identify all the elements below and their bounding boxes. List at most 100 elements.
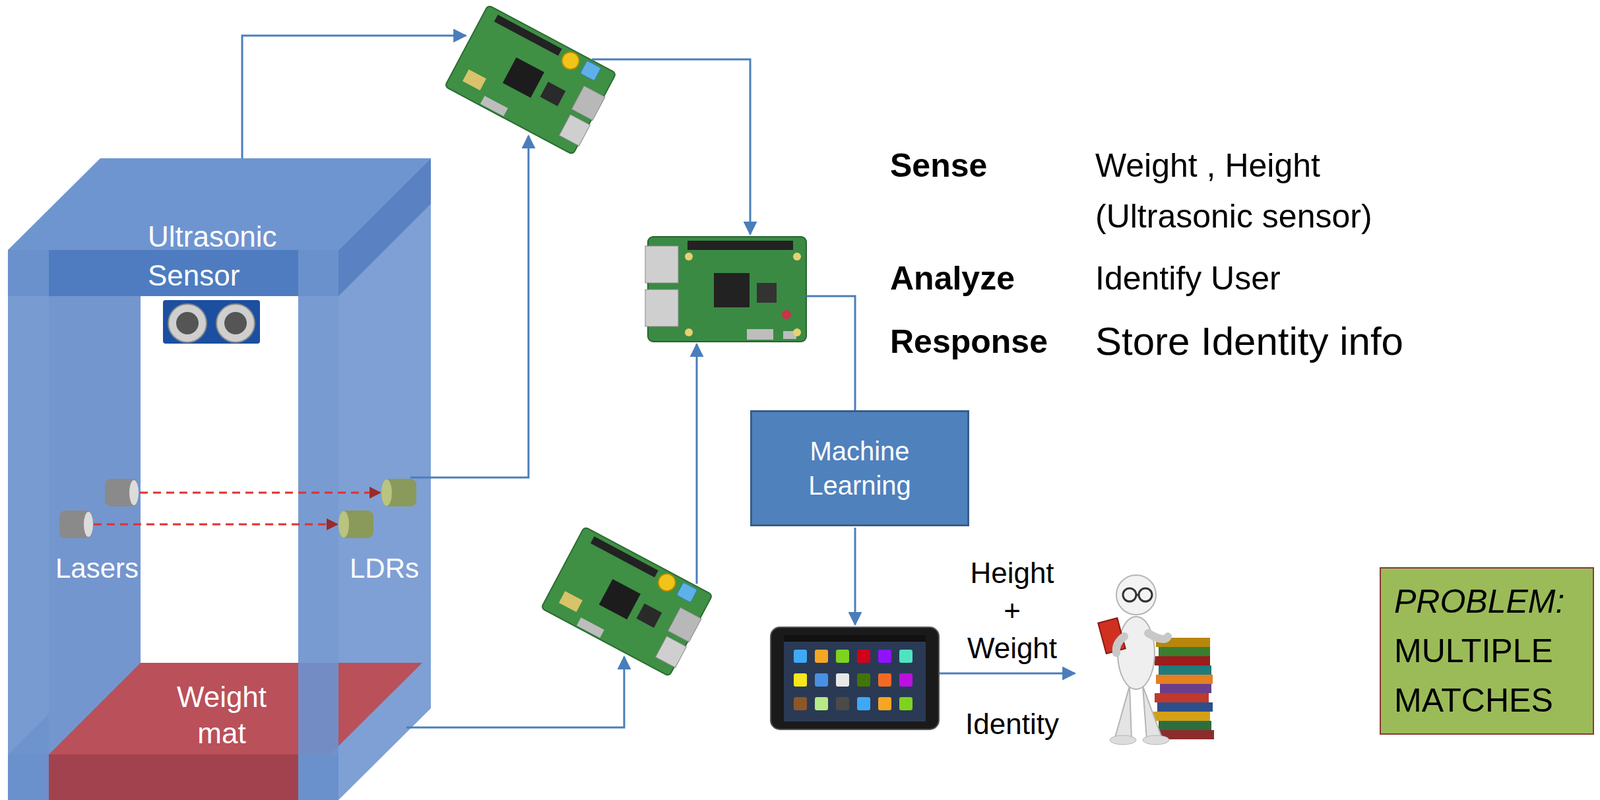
book: [1159, 684, 1212, 694]
book: [1158, 647, 1211, 657]
app-icon: [878, 673, 892, 687]
gpio-header: [687, 240, 794, 251]
app-icon: [814, 697, 829, 711]
table-cell: Sense: [890, 145, 988, 186]
app-icon: [878, 697, 892, 711]
base-front: [7, 754, 339, 800]
signal-wire: [806, 296, 856, 411]
sensor-pcb: [162, 300, 260, 344]
usb-port: [645, 289, 679, 327]
mount-hole: [684, 252, 693, 261]
table-cell: Response: [890, 321, 1048, 362]
signal-wire: [854, 527, 857, 625]
mount-hole: [684, 328, 693, 337]
mount-hole: [793, 252, 801, 261]
app-icon: [835, 673, 850, 687]
laser-lens: [129, 480, 139, 506]
ldr-face: [338, 511, 350, 538]
signal-wire: [410, 135, 529, 478]
app-icon: [835, 649, 850, 664]
book: [1155, 674, 1213, 685]
arm: [1148, 633, 1168, 640]
laser: [104, 479, 138, 507]
signal-wire: [696, 344, 699, 584]
node-title: Machine Learning: [762, 434, 957, 503]
leg: [1142, 686, 1162, 741]
glasses: [1122, 588, 1137, 602]
node-title: PROBLEM:: [1394, 577, 1565, 627]
head: [1116, 575, 1156, 615]
tablet: [770, 627, 939, 730]
leg: [1115, 686, 1132, 739]
book: [1157, 702, 1213, 712]
app-icon: [814, 673, 829, 687]
raspberry-pi-board: [541, 527, 714, 678]
sensor-mesh: [224, 312, 247, 335]
pillar-front: [7, 250, 49, 800]
node-title: Ultrasonic Sensor: [147, 217, 307, 295]
app-icon: [857, 673, 871, 687]
chip: [756, 283, 777, 303]
mount-hole: [793, 328, 801, 337]
table-cell: Store Identity info: [1095, 318, 1404, 366]
beam-side: [338, 158, 431, 297]
weight-mat: Weight mat: [155, 678, 288, 752]
app-icons: [793, 649, 913, 711]
held-book: [1097, 618, 1125, 654]
sensor-beam: Ultrasonic Sensor: [147, 217, 307, 295]
app-icon: [793, 673, 807, 687]
sensor-transducer: [216, 304, 255, 343]
signal-wire: [242, 35, 466, 159]
book: [1158, 721, 1212, 731]
torso: [1117, 616, 1155, 690]
foot: [1109, 735, 1137, 745]
app-icon: [857, 649, 871, 664]
logo: [781, 310, 792, 320]
part-name: LDRs: [349, 552, 419, 586]
node-body: MULTIPLE MATCHES: [1394, 626, 1580, 726]
arm: [1116, 636, 1125, 654]
weight-mat-front: [46, 754, 299, 800]
signal-wire: [591, 59, 751, 235]
sensor-transducer: [168, 304, 207, 343]
app-icon: [899, 673, 913, 687]
book: [1154, 693, 1209, 703]
book: [1154, 656, 1211, 666]
flow-label: Identity: [965, 707, 1059, 743]
usb-port: [645, 246, 679, 284]
foot: [1142, 735, 1170, 745]
soc-chip: [713, 273, 750, 308]
raspberry-pi-board: [444, 5, 618, 156]
app-icon: [857, 697, 871, 711]
app-icon: [878, 649, 892, 664]
table-cell: Weight , Height (Ultrasonic sensor): [1095, 140, 1439, 243]
raspberry-pi-2-board: [645, 236, 807, 342]
app-icon: [793, 697, 807, 711]
glasses: [1138, 588, 1152, 602]
app-icon: [899, 697, 913, 711]
laser-beam: [93, 523, 338, 526]
tablet-screen: [783, 635, 926, 722]
problem-note: PROBLEM:MULTIPLE MATCHES: [1379, 567, 1595, 736]
book: [1158, 665, 1212, 675]
node-title: Weight mat: [155, 678, 288, 752]
person-figure: [1097, 575, 1170, 745]
app-icon: [835, 697, 850, 711]
table-cell: Analyze: [890, 258, 1015, 299]
flow-label: Height + Weight: [962, 554, 1062, 668]
process-box: Machine Learning: [750, 410, 970, 527]
laser: [59, 510, 93, 539]
signal-wire: [406, 657, 625, 728]
laser-lens: [83, 512, 94, 538]
app-icon: [793, 649, 807, 664]
signal-wire: [938, 672, 1075, 675]
table-cell: Identify User: [1095, 258, 1281, 299]
part-name: Lasers: [55, 552, 139, 586]
sensor-mesh: [176, 312, 199, 335]
app-icon: [814, 649, 829, 664]
book: [1153, 711, 1211, 722]
hdmi-port: [746, 329, 774, 340]
